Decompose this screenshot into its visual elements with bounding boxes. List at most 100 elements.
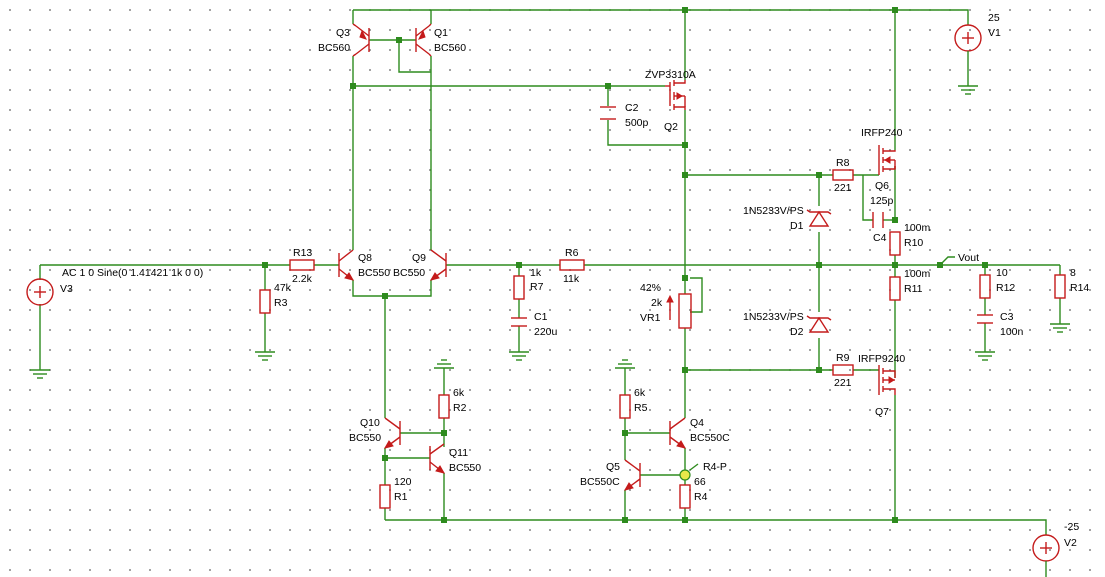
label-r11: R11	[904, 283, 923, 295]
resistor-r9	[832, 364, 854, 376]
label-r7-val: 1k	[530, 267, 542, 279]
voltage-source-v3	[26, 278, 54, 379]
label-q10-type: BC550	[349, 432, 381, 444]
resistor-r5	[615, 359, 635, 419]
label-r11-val: 100m	[904, 268, 931, 280]
zener-d2	[806, 315, 832, 333]
capacitor-c2	[600, 106, 616, 120]
resistor-r12	[979, 274, 991, 299]
resistor-r7	[513, 275, 525, 300]
label-r10-val: 100m	[904, 222, 931, 234]
transistor-q10	[383, 417, 401, 449]
resistor-r3	[255, 289, 275, 361]
label-q5: Q5	[606, 461, 620, 473]
zener-d1	[806, 209, 832, 227]
label-v1: V1	[988, 27, 1001, 39]
label-r4-val: 66	[694, 476, 706, 488]
label-c2: C2	[625, 102, 639, 114]
resistor-r14	[1050, 274, 1070, 333]
label-r13-val: 2.2k	[292, 273, 313, 285]
label-r7: R7	[530, 281, 544, 293]
label-vout: Vout	[958, 252, 979, 264]
transistor-q8	[338, 249, 355, 281]
label-d1: D1	[790, 220, 804, 232]
label-r10: R10	[904, 237, 923, 249]
label-r8: R8	[836, 157, 850, 169]
label-r5: R5	[634, 402, 648, 414]
label-q7: Q7	[875, 406, 889, 418]
label-d2: D2	[790, 326, 804, 338]
label-v2: V2	[1064, 537, 1077, 549]
label-q1-type: BC560	[434, 42, 466, 54]
capacitor-c3	[975, 314, 995, 361]
capacitor-c4	[872, 212, 884, 228]
label-c1: C1	[534, 311, 548, 323]
label-q6-type: IRFP240	[861, 127, 903, 139]
label-q6: Q6	[875, 180, 889, 192]
label-r8-val: 221	[834, 182, 852, 194]
labels: Q3 BC560 Q1 BC560 ZVP3310A Q2 C2 500p 25…	[60, 12, 1089, 549]
transistor-q9	[429, 249, 447, 281]
label-r9: R9	[836, 352, 850, 364]
label-r12-val: 10	[996, 267, 1008, 279]
label-r4: R4	[694, 491, 708, 503]
label-q11: Q11	[449, 447, 468, 459]
label-q7-type: IRFP9240	[858, 353, 905, 365]
label-v2-val: -25	[1064, 521, 1079, 533]
transistor-q3	[352, 23, 370, 57]
label-q10: Q10	[360, 417, 380, 429]
label-q5-type: BC550C	[580, 476, 620, 488]
resistor-r4	[679, 484, 691, 509]
label-c3: C3	[1000, 311, 1014, 323]
label-c4-val: 125p	[870, 195, 894, 207]
label-d1-type: 1N5233V/PS	[743, 205, 804, 217]
capacitor-c1	[509, 317, 529, 361]
junctions	[262, 7, 988, 523]
label-r9-val: 221	[834, 377, 852, 389]
resistor-r8	[832, 169, 854, 181]
label-vr1: VR1	[640, 312, 661, 324]
label-r1-val: 120	[394, 476, 412, 488]
label-source: AC 1 0 Sine(0 1.41421 1k 0 0)	[62, 267, 203, 279]
mosfet-q2	[665, 80, 686, 110]
label-q89-type: BC550 BC550	[358, 267, 425, 279]
label-r5-val: 6k	[634, 387, 646, 399]
transistor-q4	[669, 417, 687, 449]
label-r6: R6	[565, 247, 579, 259]
label-r4-probe: R4-P	[703, 461, 727, 473]
label-vr1-val: 2k	[651, 297, 663, 309]
label-d2-type: 1N5233V/PS	[743, 311, 804, 323]
label-r3-val: 47k	[274, 282, 292, 294]
mosfet-q6	[878, 145, 896, 175]
label-q9: Q9	[412, 252, 426, 264]
label-c1-val: 220u	[534, 326, 558, 338]
mosfet-q7	[878, 365, 896, 395]
label-q3: Q3	[336, 27, 350, 39]
label-r13: R13	[293, 247, 312, 259]
label-q11-type: BC550	[449, 462, 481, 474]
voltage-source-v1	[954, 24, 982, 95]
transistor-q11	[429, 443, 446, 474]
voltage-source-v2	[1032, 534, 1060, 577]
label-q8: Q8	[358, 252, 372, 264]
label-q1: Q1	[434, 27, 448, 39]
label-r14: R14	[1070, 282, 1089, 294]
resistor-r11	[889, 276, 901, 301]
resistor-r6	[559, 259, 585, 271]
transistor-q5	[623, 459, 641, 491]
label-q4: Q4	[690, 417, 704, 429]
label-r3: R3	[274, 297, 288, 309]
resistor-r2	[434, 359, 454, 419]
label-r6-val: 11k	[563, 273, 580, 285]
vout-flag	[939, 256, 955, 266]
label-r2: R2	[453, 402, 467, 414]
label-r1: R1	[394, 491, 408, 503]
label-r12: R12	[996, 282, 1015, 294]
label-r2-val: 6k	[453, 387, 465, 399]
label-vr1-pct: 42%	[640, 282, 661, 294]
label-v3: V3	[60, 283, 73, 295]
label-q2-type: ZVP3310A	[645, 69, 696, 81]
label-c3-val: 100n	[1000, 326, 1024, 338]
resistor-r10	[889, 231, 901, 256]
